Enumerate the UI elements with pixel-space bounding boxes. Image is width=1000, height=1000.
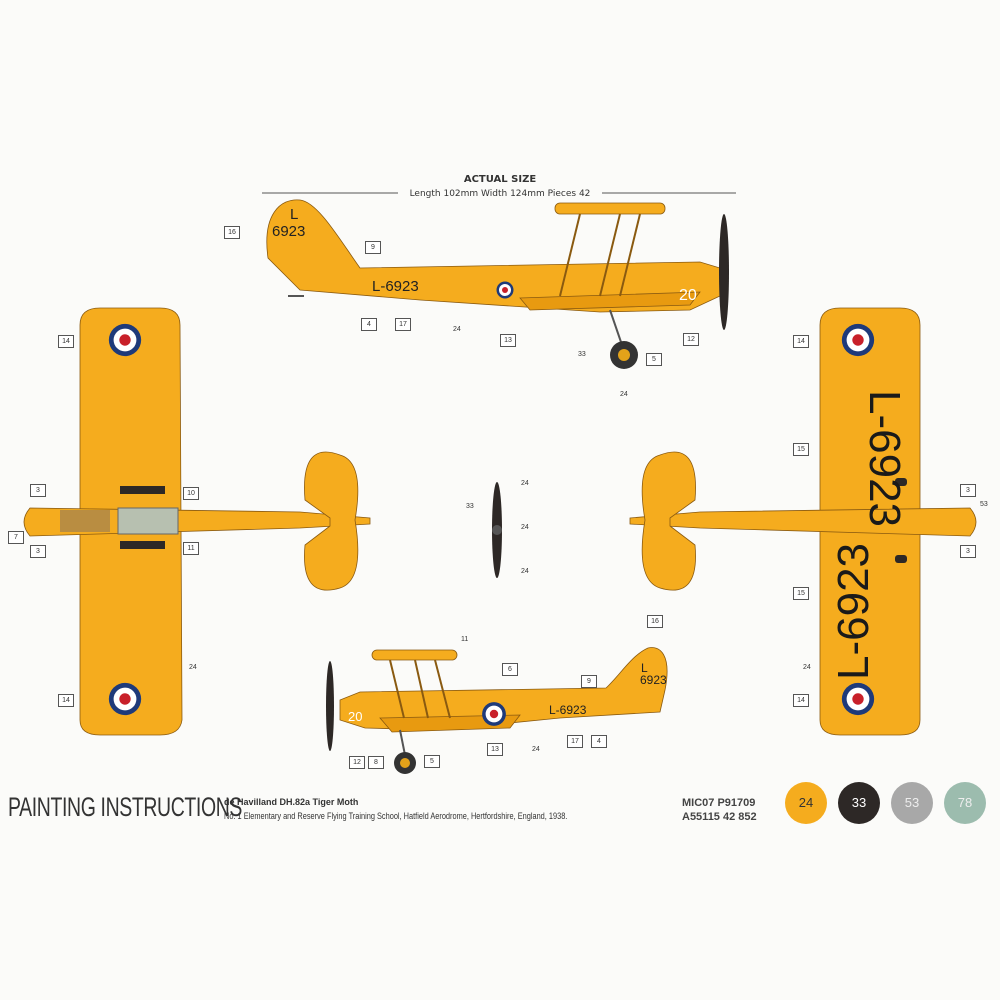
product-code-2: A55115 42 852 (682, 811, 757, 823)
unit-description: No. 1 Elementary and Reserve Flying Trai… (224, 811, 568, 821)
callout-side-top: 12 (683, 333, 699, 346)
callout-side-top: 24 (453, 326, 461, 333)
callout-plan-bottom: 3 (960, 484, 976, 497)
fuselage-code: 20 (679, 287, 697, 304)
product-code-1: MIC07 P91709 (682, 797, 756, 809)
propeller (492, 482, 502, 578)
callout-side-bottom: 17 (567, 735, 583, 748)
wing-serial-lower: L-6923 (829, 543, 878, 680)
callout-plan-bottom: 15 (793, 587, 809, 600)
paint-swatch-53: 53 (891, 782, 933, 824)
wing-serial-upper: L-6923 (860, 390, 909, 527)
callout-plan-top: 11 (183, 542, 199, 555)
callout-plan-top: 24 (189, 664, 197, 671)
callout-side-top: 9 (365, 241, 381, 254)
callout-plan-bottom: 14 (793, 335, 809, 348)
callout-plan-bottom: 14 (793, 694, 809, 707)
fuselage-code-2: 20 (348, 709, 362, 724)
actual-size-heading: ACTUAL SIZE (463, 174, 537, 185)
callout-side-top: 24 (620, 391, 628, 398)
callout-side-bottom: 12 (349, 756, 365, 769)
callout-side-bottom: 24 (532, 746, 540, 753)
tail-number: 6923 (272, 223, 305, 240)
page-title: PAINTING INSTRUCTIONS (8, 792, 243, 822)
callout-side-top: 5 (646, 353, 662, 366)
callout-side-bottom: 8 (368, 756, 384, 769)
callout-plan-bottom: 15 (793, 443, 809, 456)
callout-side-bottom: 9 (581, 675, 597, 688)
callout-propeller: 33 (466, 503, 474, 510)
paint-swatch-33: 33 (838, 782, 880, 824)
callout-side-top: 17 (395, 318, 411, 331)
callout-side-bottom: 5 (424, 755, 440, 768)
side-view-right (326, 647, 668, 774)
callout-propeller: 24 (521, 568, 529, 575)
callout-side-top: 16 (224, 226, 240, 239)
tail-number-2: 6923 (640, 673, 667, 687)
callout-plan-top: 14 (58, 335, 74, 348)
paint-swatch-78: 78 (944, 782, 986, 824)
paint-swatch-24: 24 (785, 782, 827, 824)
callout-side-bottom: 16 (647, 615, 663, 628)
tail-letter-2: L (641, 661, 648, 675)
fuselage-serial-2: L-6923 (549, 703, 587, 717)
callout-side-top: 13 (500, 334, 516, 347)
callout-side-top: 33 (578, 351, 586, 358)
callout-side-bottom: 6 (502, 663, 518, 676)
callout-plan-top: 3 (30, 484, 46, 497)
callout-side-bottom: 11 (461, 636, 469, 643)
callout-side-bottom: 13 (487, 743, 503, 756)
dimensions-text: Length 102mm Width 124mm Pieces 42 (409, 189, 591, 199)
callout-plan-bottom: 53 (980, 501, 988, 508)
callout-plan-bottom: 3 (960, 545, 976, 558)
callout-plan-top: 14 (58, 694, 74, 707)
callout-propeller: 24 (521, 480, 529, 487)
callout-plan-bottom: 24 (803, 664, 811, 671)
plan-view-bottom (629, 307, 977, 736)
tail-letter: L (290, 206, 298, 223)
model-name: de Havilland DH.82a Tiger Moth (224, 797, 359, 807)
callout-plan-top: 3 (30, 545, 46, 558)
callout-side-top: 4 (361, 318, 377, 331)
plan-view-top (23, 307, 371, 736)
callout-plan-top: 10 (183, 487, 199, 500)
callout-side-bottom: 4 (591, 735, 607, 748)
callout-plan-top: 7 (8, 531, 24, 544)
side-view-left (266, 199, 729, 369)
fuselage-serial: L-6923 (372, 278, 419, 295)
callout-propeller: 24 (521, 524, 529, 531)
